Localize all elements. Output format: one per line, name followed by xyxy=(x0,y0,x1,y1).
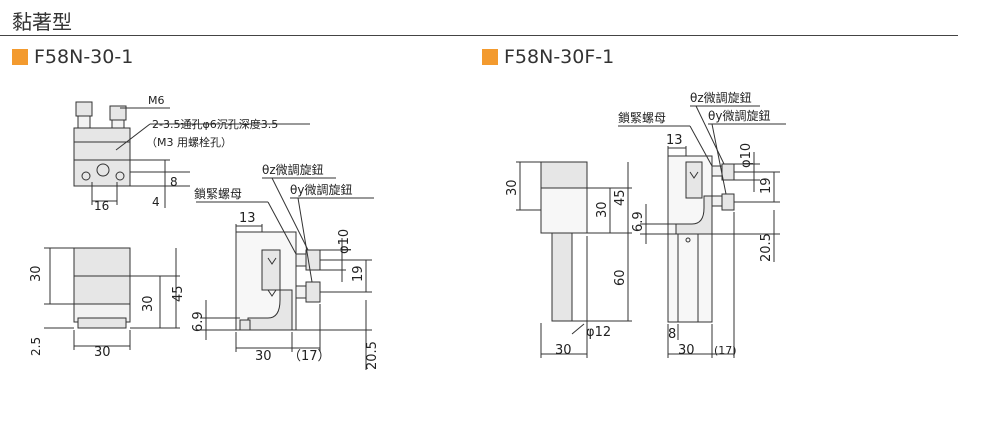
callout-thy: θy微調旋鈕 xyxy=(290,183,352,197)
dim-45: 45 xyxy=(171,285,186,302)
dim-13: 13 xyxy=(239,211,256,226)
dim-30-left: 30 xyxy=(505,179,520,196)
dim-8: 8 xyxy=(668,327,676,342)
left-front-view xyxy=(44,247,180,350)
leader-line xyxy=(267,201,297,255)
center-hole xyxy=(96,163,110,177)
right-side-view xyxy=(618,105,786,358)
right-side-labels: θz微調旋鈕 θy微調旋鈕 鎖緊螺母 13 φ10 19 20.5 6.9 8 … xyxy=(618,91,774,358)
dim-phi10: φ10 xyxy=(337,229,352,254)
knob-body xyxy=(75,101,93,117)
dim-30-width: 30 xyxy=(555,343,572,358)
dim-19: 19 xyxy=(351,265,366,282)
dim-20-5: 20.5 xyxy=(365,341,380,370)
left-side-view xyxy=(196,177,374,370)
dim-6-9: 6.9 xyxy=(631,211,646,232)
dim-20-5: 20.5 xyxy=(759,233,774,262)
dim-4: 4 xyxy=(152,195,160,209)
pin-hole xyxy=(685,237,691,243)
dim-phi12: φ12 xyxy=(586,325,611,340)
dim-60: 60 xyxy=(613,269,628,286)
model-label-left: F58N-30-1 xyxy=(34,46,134,68)
adjuster-block xyxy=(685,161,703,199)
knob-stem xyxy=(77,115,91,129)
model-heading-left: F58N-30-1 xyxy=(12,46,133,68)
thy-knob xyxy=(305,281,321,303)
model-heading-right: F58N-30F-1 xyxy=(482,46,614,68)
orange-square-icon xyxy=(12,49,28,65)
dim-6-9: 6.9 xyxy=(191,311,206,332)
right-front-view xyxy=(516,161,632,358)
dim-16: 16 xyxy=(94,199,109,213)
orange-square-icon xyxy=(482,49,498,65)
knob-stem xyxy=(111,119,125,129)
callout-thy: θy微調旋鈕 xyxy=(708,109,770,123)
right-front-labels: 30 30 45 60 φ12 30 xyxy=(505,179,628,358)
callout-thz: θz微調旋鈕 xyxy=(690,91,752,105)
dim-30-width: 30 xyxy=(94,345,111,360)
leader-line xyxy=(297,197,313,283)
dim-17: （17） xyxy=(288,349,331,364)
leader-line xyxy=(695,105,725,165)
bolt-hole xyxy=(81,171,91,181)
base-plate xyxy=(77,317,127,329)
lock-nut-symbol xyxy=(689,171,699,179)
dim-30-side: 30 xyxy=(255,349,272,364)
dim-2-5: 2.5 xyxy=(29,337,43,356)
lock-nut-symbol xyxy=(267,257,277,265)
post-side xyxy=(667,233,713,323)
callout-lock: 鎖緊螺母 xyxy=(194,186,242,201)
leader-line xyxy=(711,123,727,195)
leader-line xyxy=(271,177,309,251)
dim-30-height: 30 xyxy=(29,265,44,282)
adjuster-block xyxy=(261,249,281,291)
lock-nut-symbol xyxy=(267,289,277,297)
thy-stem xyxy=(295,285,307,299)
model-label-right: F58N-30F-1 xyxy=(504,46,615,68)
leader-line xyxy=(689,125,713,167)
dim-phi10: φ10 xyxy=(739,143,754,168)
left-top-view xyxy=(73,101,310,208)
left-top-labels: M6 2-3.5通孔φ6沉孔深度3.5 （M3 用螺栓孔） 16 8 4 xyxy=(94,94,278,213)
post xyxy=(551,232,573,322)
dim-13: 13 xyxy=(666,133,683,148)
callout-lock: 鎖緊螺母 xyxy=(618,110,666,125)
bracket xyxy=(675,195,713,235)
callout-m6: M6 xyxy=(148,94,165,107)
thz-knob xyxy=(721,163,735,181)
dim-30-inner: 30 xyxy=(595,201,610,218)
page-title: 黏著型 xyxy=(12,10,72,34)
stage-block xyxy=(540,161,588,189)
base-clamp xyxy=(239,319,251,331)
dim-8: 8 xyxy=(170,175,178,189)
callout-bolt: （M3 用螺栓孔） xyxy=(146,135,232,149)
dim-30-inner: 30 xyxy=(141,295,156,312)
bolt-hole xyxy=(115,171,125,181)
bracket xyxy=(247,289,293,331)
callout-hole: 2-3.5通孔φ6沉孔深度3.5 xyxy=(152,117,278,131)
dim-19: 19 xyxy=(759,177,774,194)
left-side-labels: θz微調旋鈕 θy微調旋鈕 鎖緊螺母 13 φ10 19 6.9 30 （17）… xyxy=(191,163,380,370)
dim-30-side: 30 xyxy=(678,343,695,358)
thz-stem xyxy=(295,253,307,267)
stage-lower xyxy=(540,187,588,234)
left-front-labels: 30 30 45 2.5 30 xyxy=(29,265,186,360)
thy-knob xyxy=(721,193,735,211)
callout-thz: θz微調旋鈕 xyxy=(262,163,324,177)
leader-line xyxy=(571,323,585,335)
dim-45: 45 xyxy=(613,189,628,206)
thy-stem xyxy=(711,195,723,207)
leader-line xyxy=(115,123,151,151)
title-divider xyxy=(0,35,958,36)
dim-17: (17) xyxy=(714,344,737,357)
